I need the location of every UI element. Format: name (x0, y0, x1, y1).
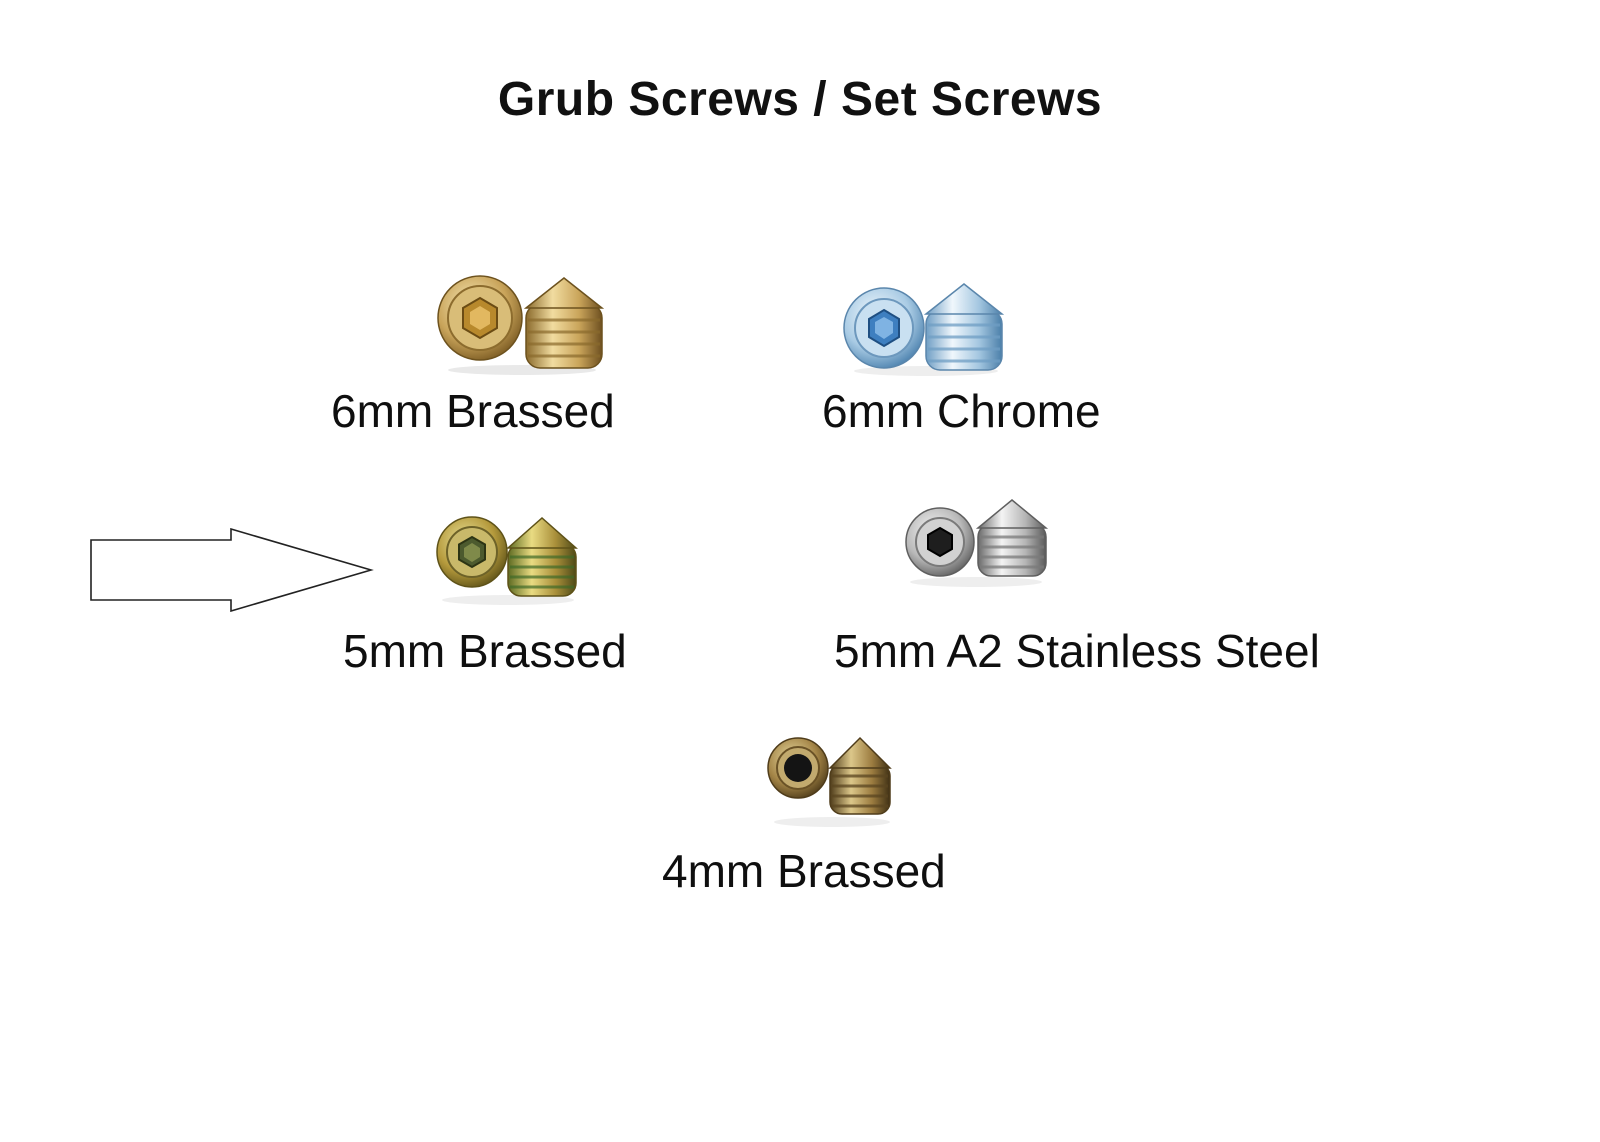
cone-point-screw-icon (523, 277, 605, 369)
cone-point-screw-icon (506, 516, 578, 597)
hex-socket-head-icon (843, 287, 925, 369)
hex-socket-head-icon (436, 516, 508, 588)
right-arrow-icon (90, 528, 374, 612)
cone-point-screw-icon (975, 499, 1049, 577)
product-label-5mm-a2-stainless-steel: 5mm A2 Stainless Steel (834, 625, 1320, 677)
screw-pair-4mm-brassed (767, 736, 892, 827)
product-label-4mm-brassed: 4mm Brassed (662, 845, 946, 897)
product-label-6mm-brassed: 6mm Brassed (331, 385, 615, 437)
screw-pair-6mm-chrome (843, 283, 1005, 376)
hex-socket-head-icon (437, 275, 523, 361)
hex-socket-head-icon (905, 507, 975, 577)
product-label-5mm-brassed: 5mm Brassed (343, 625, 627, 677)
cone-point-screw-icon (828, 736, 892, 815)
hex-socket-head-icon (767, 737, 829, 799)
screw-pair-6mm-brassed (437, 275, 605, 375)
page-title: Grub Screws / Set Screws (497, 73, 1103, 126)
screw-pair-5mm-brassed (436, 516, 578, 605)
cone-point-screw-icon (923, 283, 1005, 371)
screw-pair-5mm-a2-stainless-steel (905, 499, 1049, 587)
product-label-6mm-chrome: 6mm Chrome (822, 385, 1101, 437)
